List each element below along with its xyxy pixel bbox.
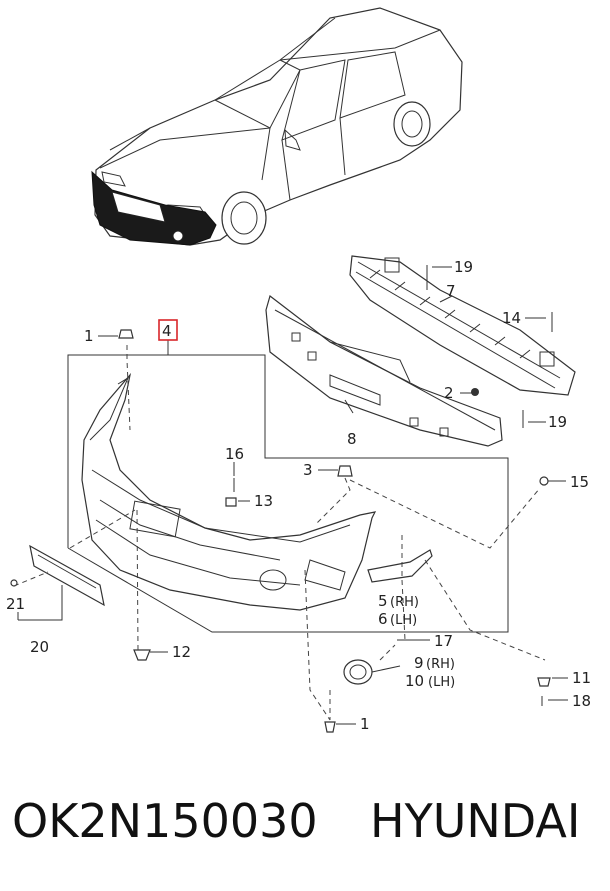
- callout-9: 9: [414, 654, 424, 672]
- callout-21: 21: [6, 595, 25, 613]
- callout-19-bottom: 19: [548, 413, 567, 431]
- leader-lines: [17, 266, 568, 725]
- assembly-lines: [13, 345, 546, 721]
- callout-3: 3: [303, 461, 313, 479]
- callout-18: 18: [572, 692, 591, 710]
- callout-20: 20: [30, 638, 49, 656]
- callout-17: 17: [434, 632, 453, 650]
- group-bracket: [67, 354, 509, 633]
- callout-15: 15: [570, 473, 589, 491]
- callout-19-top: 19: [454, 258, 473, 276]
- reinforcement-beam: [349, 255, 576, 396]
- callout-16: 16: [225, 445, 244, 463]
- brand-name: HYUNDAI: [370, 794, 581, 848]
- side-moulding: [367, 549, 433, 583]
- callout-6: 6: [378, 610, 388, 628]
- callout-12: 12: [172, 643, 191, 661]
- callout-13: 13: [254, 492, 273, 510]
- part-caption: OK2N150030 HYUNDAI: [0, 786, 610, 866]
- callout-7: 7: [446, 282, 456, 300]
- car-illustration: [91, 7, 463, 246]
- callout-1-top: 1: [84, 327, 94, 345]
- callout-10: 10: [405, 672, 424, 690]
- callout-10-side: (LH): [428, 675, 455, 690]
- callout-1-bottom: 1: [360, 715, 370, 733]
- callouts: 1 4 19 7 14 2 19 8 16 3 13 15 21 20 5 (R…: [6, 258, 591, 733]
- callout-6-side: (LH): [390, 613, 417, 628]
- fasteners: [10, 265, 553, 733]
- callout-2: 2: [444, 384, 454, 402]
- callout-4: 4: [162, 322, 172, 340]
- highlight-box: [158, 319, 178, 341]
- callout-8: 8: [347, 430, 357, 448]
- callout-9-side: (RH): [426, 657, 455, 672]
- callout-5: 5: [378, 592, 388, 610]
- bumper-cover: [81, 372, 377, 611]
- fog-lamp: [343, 659, 373, 685]
- energy-absorber: [265, 294, 503, 447]
- callout-11: 11: [572, 669, 591, 687]
- callout-14: 14: [502, 309, 521, 327]
- part-number: OK2N150030: [12, 794, 318, 848]
- callout-5-side: (RH): [390, 595, 419, 610]
- license-bracket: [29, 544, 105, 607]
